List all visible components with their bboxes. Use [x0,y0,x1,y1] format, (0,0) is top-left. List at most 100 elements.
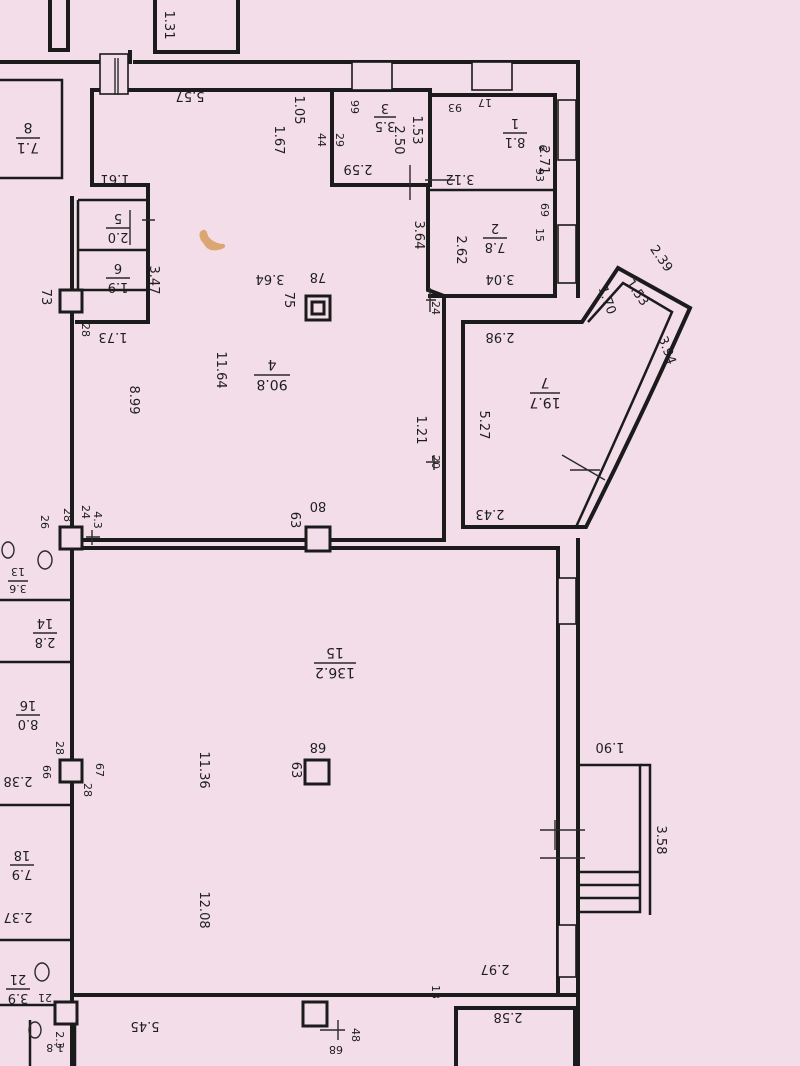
column-21 [53,1000,79,1026]
svg-text:3.5: 3.5 [375,118,396,133]
svg-text:11.64: 11.64 [213,351,228,388]
svg-text:7.8: 7.8 [485,239,506,254]
column-48 [301,1000,329,1028]
svg-text:44: 44 [315,133,328,147]
svg-text:2.39: 2.39 [646,243,675,275]
svg-text:78: 78 [310,269,327,284]
svg-text:1.61: 1.61 [101,171,130,186]
column-66 [58,758,84,784]
svg-text:1.9: 1.9 [108,279,129,294]
room-labels: 90.8 4 136.2 15 19.7 7 7.1 8 2.0 5 [6,100,561,1005]
svg-text:93: 93 [533,168,546,182]
room-number-4: 4 [267,356,276,372]
room-area-136-2: 136.2 [315,664,355,680]
svg-text:3.64: 3.64 [256,271,285,286]
columns [53,288,332,1028]
svg-text:2.43: 2.43 [476,506,505,521]
svg-text:3.04: 3.04 [486,271,515,286]
svg-text:1.8: 1.8 [46,1041,64,1054]
svg-text:13: 13 [429,985,442,999]
svg-text:29: 29 [333,133,346,147]
svg-text:1.53: 1.53 [622,277,651,309]
svg-text:3.12: 3.12 [446,171,475,186]
windows [99,53,577,978]
svg-text:2.3: 2.3 [53,1031,66,1049]
room-number-7: 7 [541,374,550,390]
svg-text:2.59: 2.59 [344,161,373,176]
svg-text:73: 73 [38,289,53,306]
svg-text:3.58: 3.58 [653,826,668,855]
svg-text:15: 15 [533,228,546,242]
svg-text:2.62: 2.62 [453,236,468,265]
svg-text:12.08: 12.08 [196,891,211,928]
svg-text:3.47: 3.47 [146,266,161,295]
svg-text:18: 18 [14,847,31,862]
svg-text:75: 75 [281,292,296,309]
svg-text:68: 68 [310,739,327,754]
svg-text:63: 63 [288,762,303,779]
svg-text:3.9: 3.9 [8,990,29,1005]
svg-text:1.53: 1.53 [409,116,424,145]
svg-text:14: 14 [37,615,54,630]
svg-text:80: 80 [310,498,327,513]
svg-text:67: 67 [93,763,106,777]
svg-text:28: 28 [79,323,92,337]
svg-text:6: 6 [114,260,122,275]
svg-text:26: 26 [38,515,51,529]
svg-text:99: 99 [348,100,361,114]
svg-text:1.05: 1.05 [291,96,306,125]
svg-text:13: 13 [11,565,25,578]
column-80 [304,525,332,553]
svg-text:24: 24 [79,505,92,519]
svg-text:21: 21 [38,991,52,1004]
svg-text:2: 2 [491,220,499,235]
svg-text:2.58: 2.58 [494,1009,523,1024]
svg-text:8.99: 8.99 [126,386,141,415]
svg-text:1.90: 1.90 [596,739,625,754]
element-marks: 78 75 80 63 68 63 73 28 28 24 4.3 26 28 … [38,96,551,1056]
svg-text:8.1: 8.1 [505,134,526,149]
svg-text:4.3: 4.3 [91,511,104,529]
svg-text:3.64: 3.64 [411,221,426,250]
svg-text:20: 20 [429,455,442,469]
svg-text:5.27: 5.27 [476,411,491,440]
svg-text:93: 93 [448,101,462,114]
svg-text:2.38: 2.38 [4,773,33,788]
svg-text:2.71: 2.71 [536,146,551,175]
svg-text:69: 69 [538,203,551,217]
svg-text:63: 63 [287,512,302,529]
svg-text:21: 21 [10,971,27,986]
svg-text:1.67: 1.67 [271,126,286,155]
svg-text:2.0: 2.0 [108,229,129,244]
svg-text:11.36: 11.36 [196,751,211,788]
svg-text:17: 17 [478,96,492,109]
room-number-15: 15 [326,644,344,660]
svg-text:5: 5 [114,210,122,225]
svg-text:3.6: 3.6 [9,582,27,595]
svg-text:1.21: 1.21 [413,416,428,445]
column-73 [58,288,84,314]
dimension-ticks [86,58,606,1040]
svg-text:1.31: 1.31 [161,11,176,40]
svg-text:1.73: 1.73 [99,329,128,344]
svg-text:2.8: 2.8 [35,634,56,649]
column-28 [58,525,84,551]
toilet-icons [1,541,53,1039]
svg-text:6: 6 [536,145,549,152]
svg-text:8.0: 8.0 [18,716,39,731]
svg-text:66: 66 [40,765,53,779]
svg-text:3: 3 [381,100,389,115]
svg-text:28: 28 [53,741,66,755]
svg-text:24: 24 [429,301,442,315]
svg-text:2.97: 2.97 [481,961,510,976]
svg-text:28: 28 [61,508,74,522]
walls [0,0,693,1066]
svg-text:2.98: 2.98 [486,329,515,344]
svg-text:48: 48 [349,1028,362,1042]
svg-text:8: 8 [24,119,33,135]
room-area-19-7: 19.7 [529,394,560,410]
stain-mark [199,229,226,251]
svg-text:5.45: 5.45 [131,1018,160,1033]
